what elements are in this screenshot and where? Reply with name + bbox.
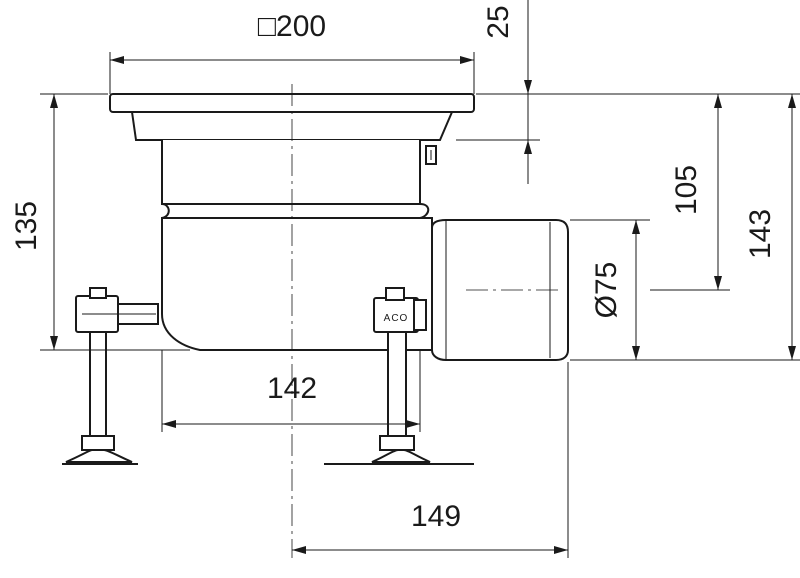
outlet-pipe-body — [431, 219, 569, 361]
body-rib — [161, 203, 430, 219]
dim-143-label: 143 — [744, 209, 777, 259]
left-base — [65, 449, 133, 463]
drain-body — [109, 93, 475, 351]
dim-105-label: 105 — [670, 165, 703, 215]
dim-25: 25 — [482, 0, 532, 184]
left-rod — [89, 331, 107, 441]
upper-body — [161, 140, 421, 205]
dim-142: 142 — [162, 372, 420, 428]
center-lines — [291, 84, 560, 558]
extension-lines — [40, 52, 800, 558]
dim-143: 143 — [744, 94, 796, 360]
dim-149: 149 — [292, 500, 568, 554]
dim-75: Ø75 — [590, 220, 640, 360]
dim-135-label: 135 — [10, 201, 43, 251]
lower-body — [161, 217, 433, 351]
dim-149-label: 149 — [411, 500, 461, 533]
dim-142-label: 142 — [267, 372, 317, 405]
dim-135: 135 — [10, 94, 58, 350]
left-leg — [62, 287, 159, 465]
dim-200-label: □200 — [258, 10, 326, 43]
aco-logo: ACO — [384, 313, 409, 324]
dim-200: □200 — [110, 10, 474, 64]
dim-75-label: Ø75 — [590, 262, 623, 319]
dim-105: 105 — [670, 94, 722, 290]
right-leg: ACO — [324, 287, 474, 465]
dim-25-label: 25 — [482, 5, 515, 38]
right-base — [371, 449, 431, 463]
outlet-pipe — [431, 219, 569, 361]
